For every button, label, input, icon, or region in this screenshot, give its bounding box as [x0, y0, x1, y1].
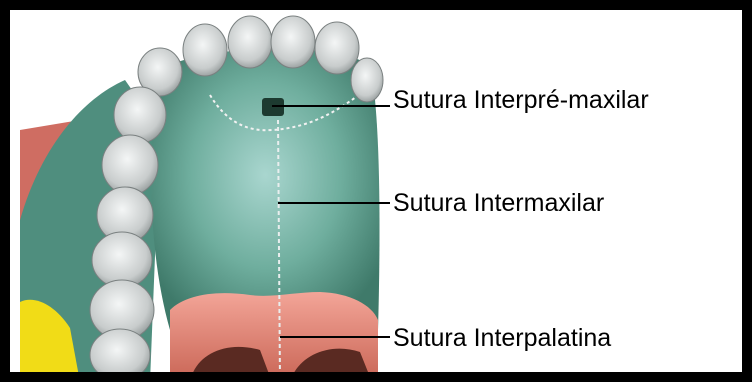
label-sutura-interpre-maxilar: Sutura Interpré-maxilar	[393, 88, 649, 113]
palate-illustration	[10, 10, 752, 382]
label-sutura-intermaxilar: Sutura Intermaxilar	[393, 191, 604, 216]
palate-shape	[151, 49, 379, 330]
label-sutura-interpalatina: Sutura Interpalatina	[393, 326, 611, 351]
